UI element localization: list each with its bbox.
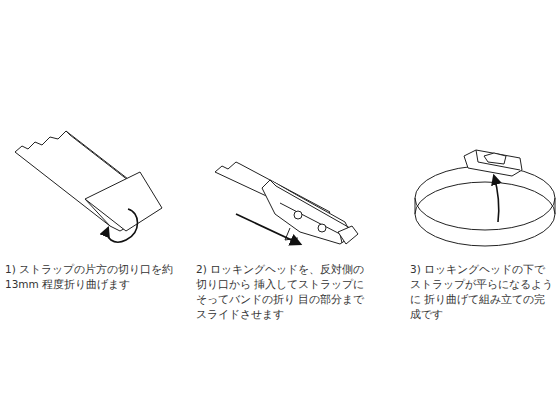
step-text: 2) ロッキングヘッドを、反対側の切り口から 挿入してストラップにそってバンドの… bbox=[196, 262, 372, 322]
completed-band-figure bbox=[415, 150, 555, 246]
step-text: 1) ストラップの片方の切り口を約13mm 程度折り曲げます bbox=[5, 262, 175, 292]
strap-fold-figure bbox=[15, 131, 162, 242]
locking-head-slide-figure bbox=[215, 162, 358, 244]
step-text: 3) ロッキングヘッドの下で ストラップが平らになるように 折り曲げて組み立ての… bbox=[410, 262, 556, 322]
